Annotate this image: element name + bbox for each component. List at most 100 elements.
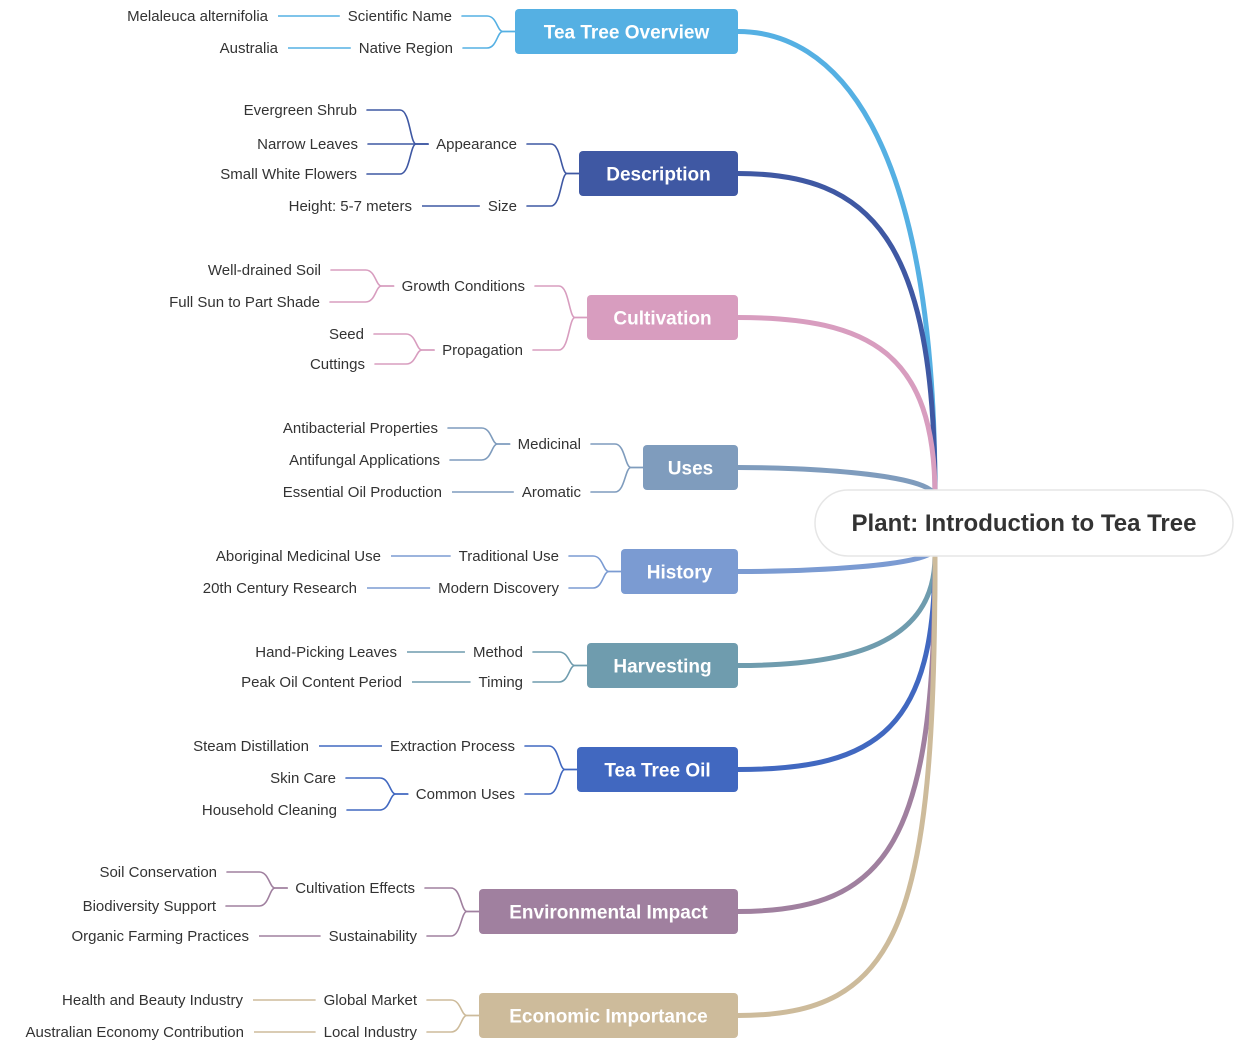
branch-connector xyxy=(735,553,938,1018)
subtopic-label[interactable]: Appearance xyxy=(436,136,517,153)
fork-connector xyxy=(346,793,409,811)
fork-connector xyxy=(426,999,480,1017)
fork-connector xyxy=(534,285,588,319)
leaf-label[interactable]: Steam Distillation xyxy=(193,738,309,755)
fork-connector xyxy=(532,664,588,683)
branch-connector xyxy=(735,553,938,668)
leaf-label[interactable]: Antifungal Applications xyxy=(289,452,440,469)
fork-connector xyxy=(532,316,588,351)
branch-box xyxy=(515,9,738,54)
leaf-label[interactable]: Aboriginal Medicinal Use xyxy=(216,548,381,565)
fork-connector xyxy=(345,777,409,795)
fork-connector xyxy=(532,651,588,667)
branch-node[interactable]: Description xyxy=(579,151,738,196)
leaf-label[interactable]: Peak Oil Content Period xyxy=(241,674,402,691)
fork-connector xyxy=(526,143,580,175)
fork-connector xyxy=(225,887,289,907)
subtopic-label[interactable]: Propagation xyxy=(442,342,523,359)
branch-node[interactable]: History xyxy=(621,549,738,594)
leaf-label[interactable]: 20th Century Research xyxy=(203,580,357,597)
leaf-label[interactable]: Soil Conservation xyxy=(99,864,217,881)
fork-connector xyxy=(524,768,578,795)
root-node[interactable]: Plant: Introduction to Tea Tree xyxy=(814,489,1234,557)
leaf-label[interactable]: Evergreen Shrub xyxy=(244,102,357,119)
branch-node[interactable]: Tea Tree Overview xyxy=(515,9,738,54)
branch-connector xyxy=(735,465,938,500)
branch-connector xyxy=(735,171,938,498)
subtopic-label[interactable]: Traditional Use xyxy=(459,548,559,565)
subtopic-label[interactable]: Method xyxy=(473,644,523,661)
branch-label: Cultivation xyxy=(613,309,711,330)
fork-connector xyxy=(447,427,511,445)
leaf-label[interactable]: Melaleuca alternifolia xyxy=(127,8,269,25)
leaf-label[interactable]: Organic Farming Practices xyxy=(71,928,249,945)
branch-node[interactable]: Environmental Impact xyxy=(479,889,738,934)
branch-label: Tea Tree Oil xyxy=(604,761,710,782)
fork-connector xyxy=(373,333,435,351)
branch-box xyxy=(479,889,738,934)
branch-box xyxy=(621,549,738,594)
branch-label: History xyxy=(647,563,713,584)
root-label: Plant: Introduction to Tea Tree xyxy=(852,510,1197,537)
branch-label: Tea Tree Overview xyxy=(544,23,710,44)
branch-box xyxy=(587,643,738,688)
leaf-label[interactable]: Height: 5-7 meters xyxy=(289,198,412,215)
leaf-label[interactable]: Skin Care xyxy=(270,770,336,787)
fork-connector xyxy=(330,269,395,287)
fork-connector xyxy=(590,443,644,469)
subtopic-label[interactable]: Aromatic xyxy=(522,484,582,501)
fork-connector xyxy=(374,349,435,365)
leaf-label[interactable]: Well-drained Soil xyxy=(208,262,321,279)
leaf-label[interactable]: Full Sun to Part Shade xyxy=(169,294,320,311)
root-node-box xyxy=(814,489,1234,557)
leaf-label[interactable]: Cuttings xyxy=(310,356,365,373)
subtopic-label[interactable]: Medicinal xyxy=(518,436,581,453)
branch-node[interactable]: Tea Tree Oil xyxy=(577,747,738,792)
branch-box xyxy=(479,993,738,1038)
fork-connector xyxy=(568,555,622,573)
branch-label: Uses xyxy=(668,459,713,480)
fork-connector xyxy=(366,143,429,175)
leaf-label[interactable]: Health and Beauty Industry xyxy=(62,992,243,1009)
leaf-label[interactable]: Narrow Leaves xyxy=(257,136,358,153)
branch-node[interactable]: Cultivation xyxy=(587,295,738,340)
fork-connector xyxy=(366,109,429,145)
subtopic-label[interactable]: Scientific Name xyxy=(348,8,452,25)
leaf-label[interactable]: Australian Economy Contribution xyxy=(26,1024,244,1041)
leaf-label[interactable]: Small White Flowers xyxy=(220,166,357,183)
leaf-label[interactable]: Essential Oil Production xyxy=(283,484,442,501)
subtopic-label[interactable]: Extraction Process xyxy=(390,738,515,755)
leaf-label[interactable]: Seed xyxy=(329,326,364,343)
subtopic-label[interactable]: Modern Discovery xyxy=(438,580,559,597)
subtopic-label[interactable]: Size xyxy=(488,198,517,215)
nodes: Tea Tree Overview Scientific Name Melaleuc… xyxy=(26,8,738,1041)
branch-box xyxy=(577,747,738,792)
subtopic-label[interactable]: Common Uses xyxy=(416,786,515,803)
branch-node[interactable]: Uses xyxy=(643,445,738,490)
branch-box xyxy=(579,151,738,196)
subtopic-label[interactable]: Global Market xyxy=(324,992,418,1009)
leaf-label[interactable]: Antibacterial Properties xyxy=(283,420,438,437)
subtopic-label[interactable]: Local Industry xyxy=(324,1024,418,1041)
subtopic-label[interactable]: Native Region xyxy=(359,40,453,57)
fork-connector xyxy=(226,871,289,889)
fork-connector xyxy=(590,466,644,493)
leaf-label[interactable]: Biodiversity Support xyxy=(83,898,217,915)
fork-connector xyxy=(449,443,511,461)
subtopic-label[interactable]: Sustainability xyxy=(329,928,418,945)
leaf-label[interactable]: Hand-Picking Leaves xyxy=(255,644,397,661)
branch-node[interactable]: Harvesting xyxy=(587,643,738,688)
leaf-label[interactable]: Household Cleaning xyxy=(202,802,337,819)
subtopic-label[interactable]: Cultivation Effects xyxy=(295,880,415,897)
branch-label: Description xyxy=(606,165,711,186)
branch-label: Harvesting xyxy=(613,657,711,678)
fork-connector xyxy=(568,570,622,589)
branch-connector xyxy=(735,29,938,498)
leaf-label[interactable]: Australia xyxy=(220,40,279,57)
branch-label: Economic Importance xyxy=(509,1007,708,1028)
fork-connector xyxy=(524,745,578,771)
subtopic-label[interactable]: Timing xyxy=(479,674,523,691)
subtopic-label[interactable]: Growth Conditions xyxy=(402,278,525,295)
branch-node[interactable]: Economic Importance xyxy=(479,993,738,1038)
branch-connector xyxy=(735,553,938,914)
